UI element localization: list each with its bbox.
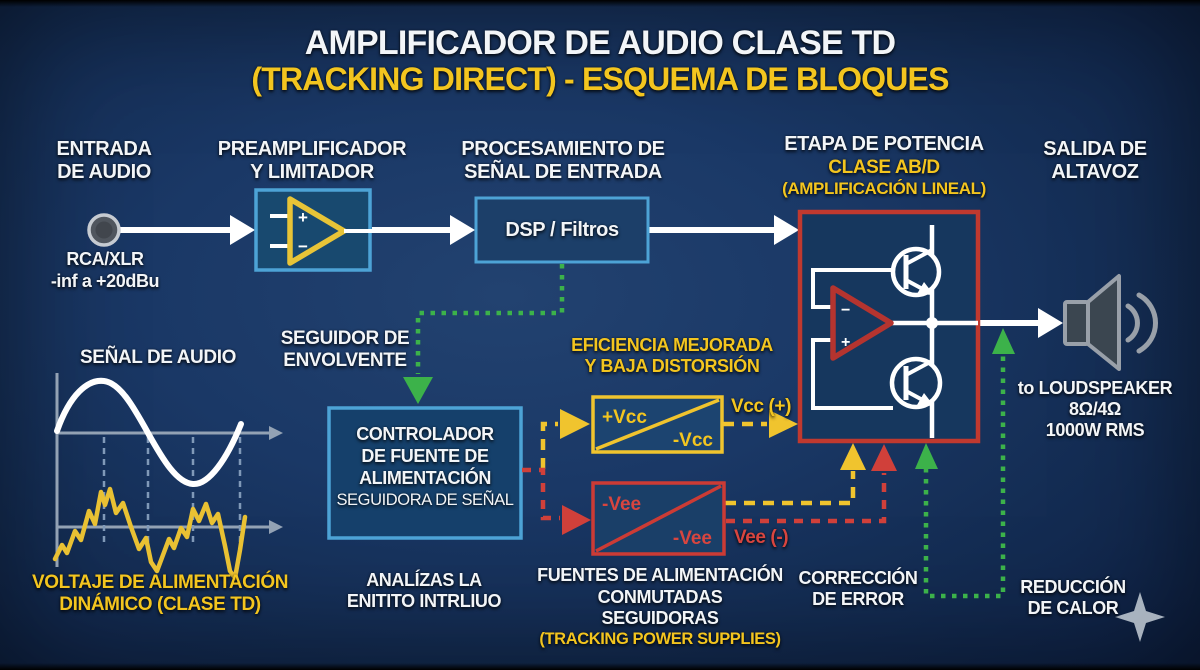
- waveform-caption-line1: VOLTAJE DE ALIMENTACIÓN: [31, 572, 289, 593]
- vcc-bottom-label: -Vcc: [673, 430, 714, 451]
- dynamic-rail-wave: [52, 486, 248, 581]
- transistor-icon: [890, 246, 942, 298]
- heat-line2: DE CALOR: [1027, 597, 1119, 618]
- vcc-arrowheads: [560, 409, 866, 470]
- preamp-block: + −: [254, 188, 372, 272]
- dsp-heading: PROCESAMIENTO DE SEÑAL DE ENTRADA: [461, 138, 665, 184]
- speaker-output-heading: SALIDA DE ALTAVOZ: [1043, 138, 1147, 184]
- waveform-chart: [52, 373, 283, 581]
- vee-supply-block: -Vee -Vee: [591, 481, 726, 556]
- preamp-heading-line2: Y LIMITADOR: [250, 161, 374, 184]
- envelope-line1: SEGUIDOR DE: [280, 328, 410, 349]
- vcc-supply-block: +Vcc -Vcc: [591, 395, 724, 454]
- error-amp-minus: −: [841, 302, 850, 319]
- speaker-output-heading-line1: SALIDA DE: [1043, 138, 1147, 160]
- preamp-heading-line1: PREAMPLIFICADOR: [217, 138, 407, 160]
- vee-top-label: -Vee: [602, 494, 641, 515]
- envelope-line2: ENVOLVENTE: [283, 350, 407, 372]
- up-arrow-icon: [915, 443, 938, 469]
- opamp-icon: + −: [270, 196, 372, 266]
- down-arrow-icon: [403, 377, 433, 404]
- supplies-line2: CONMUTADAS: [597, 586, 723, 607]
- guide-lines: [102, 437, 242, 544]
- controller-line4: SEGUIDORA DE SEÑAL: [336, 490, 514, 509]
- envelope-route: [403, 264, 565, 404]
- power-stage-class: CLASE AB/D: [828, 157, 940, 178]
- efficiency-line2: Y BAJA DISTORSIÓN: [584, 355, 760, 376]
- controller-line2: DE FUENTE DE: [361, 445, 489, 466]
- efficiency-line1: EFICIENCIA MEJORADA: [571, 335, 773, 355]
- supplies-line4: (TRACKING POWER SUPPLIES): [539, 629, 781, 648]
- audio-input-heading-line1: ENTRADA: [56, 138, 152, 160]
- analysis-line1: ANALÍZAS LA: [366, 570, 482, 590]
- waveform-title: SEÑAL DE AUDIO: [80, 347, 236, 368]
- vee-out-label: Vee (-): [734, 527, 789, 548]
- error-correction-route: [915, 328, 1015, 599]
- page-subtitle: (TRACKING DIRECT) - ESQUEMA DE BLOQUES: [251, 61, 949, 97]
- loudspeaker-line2: 8Ω/4Ω: [1069, 398, 1121, 419]
- power-stage-heading: ETAPA DE POTENCIA: [784, 133, 984, 155]
- vcc-top-label: +Vcc: [602, 407, 647, 428]
- waveform-caption: VOLTAJE DE ALIMENTACIÓN DINÁMICO (CLASE …: [31, 572, 289, 616]
- preamp-heading: PREAMPLIFICADOR Y LIMITADOR: [217, 138, 407, 184]
- dsp-block-label: DSP / Filtros: [505, 219, 619, 241]
- sparkle-icon: [1115, 592, 1165, 642]
- dsp-heading-line1: PROCESAMIENTO DE: [461, 138, 665, 160]
- rca-connector-icon: [87, 213, 121, 247]
- speaker-output-heading-line2: ALTAVOZ: [1051, 161, 1139, 184]
- loudspeaker-spec: to LOUDSPEAKER 8Ω/4Ω 1000W RMS: [1017, 378, 1173, 441]
- signal-flow-arrows: [118, 215, 1063, 338]
- opamp-plus-sign: +: [298, 208, 308, 227]
- power-stage-note: (AMPLIFICACIÓN LINEAL): [782, 179, 986, 198]
- analysis-line2: ENITITO INTRLIUO: [346, 590, 502, 611]
- transistor-icon: [889, 356, 943, 410]
- controller-block: [327, 406, 523, 540]
- opamp-minus-sign: −: [298, 237, 308, 256]
- vee-routes: [522, 467, 887, 524]
- junction-dot: [926, 317, 938, 329]
- speaker-icon: [1063, 274, 1158, 371]
- rca-label: RCA/XLR: [66, 249, 144, 269]
- vee-arrowheads: [562, 444, 897, 535]
- envelope-follower-label: SEGUIDOR DE ENVOLVENTE: [281, 328, 410, 372]
- analysis-note: ANALÍZAS LA ENITITO INTRLIUO: [346, 570, 502, 612]
- error-amp-icon: − +: [830, 285, 894, 361]
- tracking-supplies-label: FUENTES DE ALIMENTACIÓN CONMUTADAS SEGUI…: [537, 565, 783, 650]
- power-stage-block: − +: [797, 209, 981, 444]
- error-correction-label: CORRECCIÓN DE ERROR: [798, 568, 917, 610]
- error-line1: CORRECCIÓN: [798, 568, 918, 588]
- audio-input-heading-line2: DE AUDIO: [57, 161, 151, 184]
- loudspeaker-line1: to LOUDSPEAKER: [1017, 378, 1173, 398]
- controller-line3: ALIMENTACIÓN: [359, 467, 491, 488]
- error-amp-plus: +: [841, 334, 850, 351]
- audio-sine-wave: [54, 377, 244, 487]
- frame-edge-top: [0, 0, 1200, 7]
- vee-bottom-label: -Vee: [673, 528, 712, 549]
- loudspeaker-line3: 1000W RMS: [1045, 419, 1145, 440]
- heat-line1: REDUCCIÓN: [1020, 577, 1126, 597]
- page-title: AMPLIFICADOR DE AUDIO CLASE TD: [304, 24, 896, 62]
- dsp-heading-line2: SEÑAL DE ENTRADA: [464, 161, 662, 184]
- supplies-line1: FUENTES DE ALIMENTACIÓN: [537, 565, 783, 585]
- controller-line1: CONTROLADOR: [356, 424, 494, 444]
- error-line2: DE ERROR: [812, 588, 904, 609]
- audio-input-heading: ENTRADA DE AUDIO: [57, 138, 152, 184]
- heat-reduction-label: REDUCCIÓN DE CALOR: [1020, 577, 1126, 619]
- supplies-line3: SEGUIDORAS: [601, 608, 719, 629]
- frame-edge-bottom: [0, 663, 1200, 670]
- efficiency-label: EFICIENCIA MEJORADA Y BAJA DISTORSIÓN: [571, 335, 773, 377]
- vcc-routes: [540, 421, 856, 506]
- up-arrow-icon: [992, 328, 1015, 354]
- waveform-caption-line2: DINÁMICO (CLASE TD): [59, 594, 261, 616]
- vcc-out-label: Vcc (+): [731, 396, 792, 417]
- controller-label: CONTROLADOR DE FUENTE DE ALIMENTACIÓN SE…: [336, 424, 514, 510]
- dsp-block: [474, 196, 650, 264]
- input-range-label: -inf a +20dBu: [50, 271, 160, 291]
